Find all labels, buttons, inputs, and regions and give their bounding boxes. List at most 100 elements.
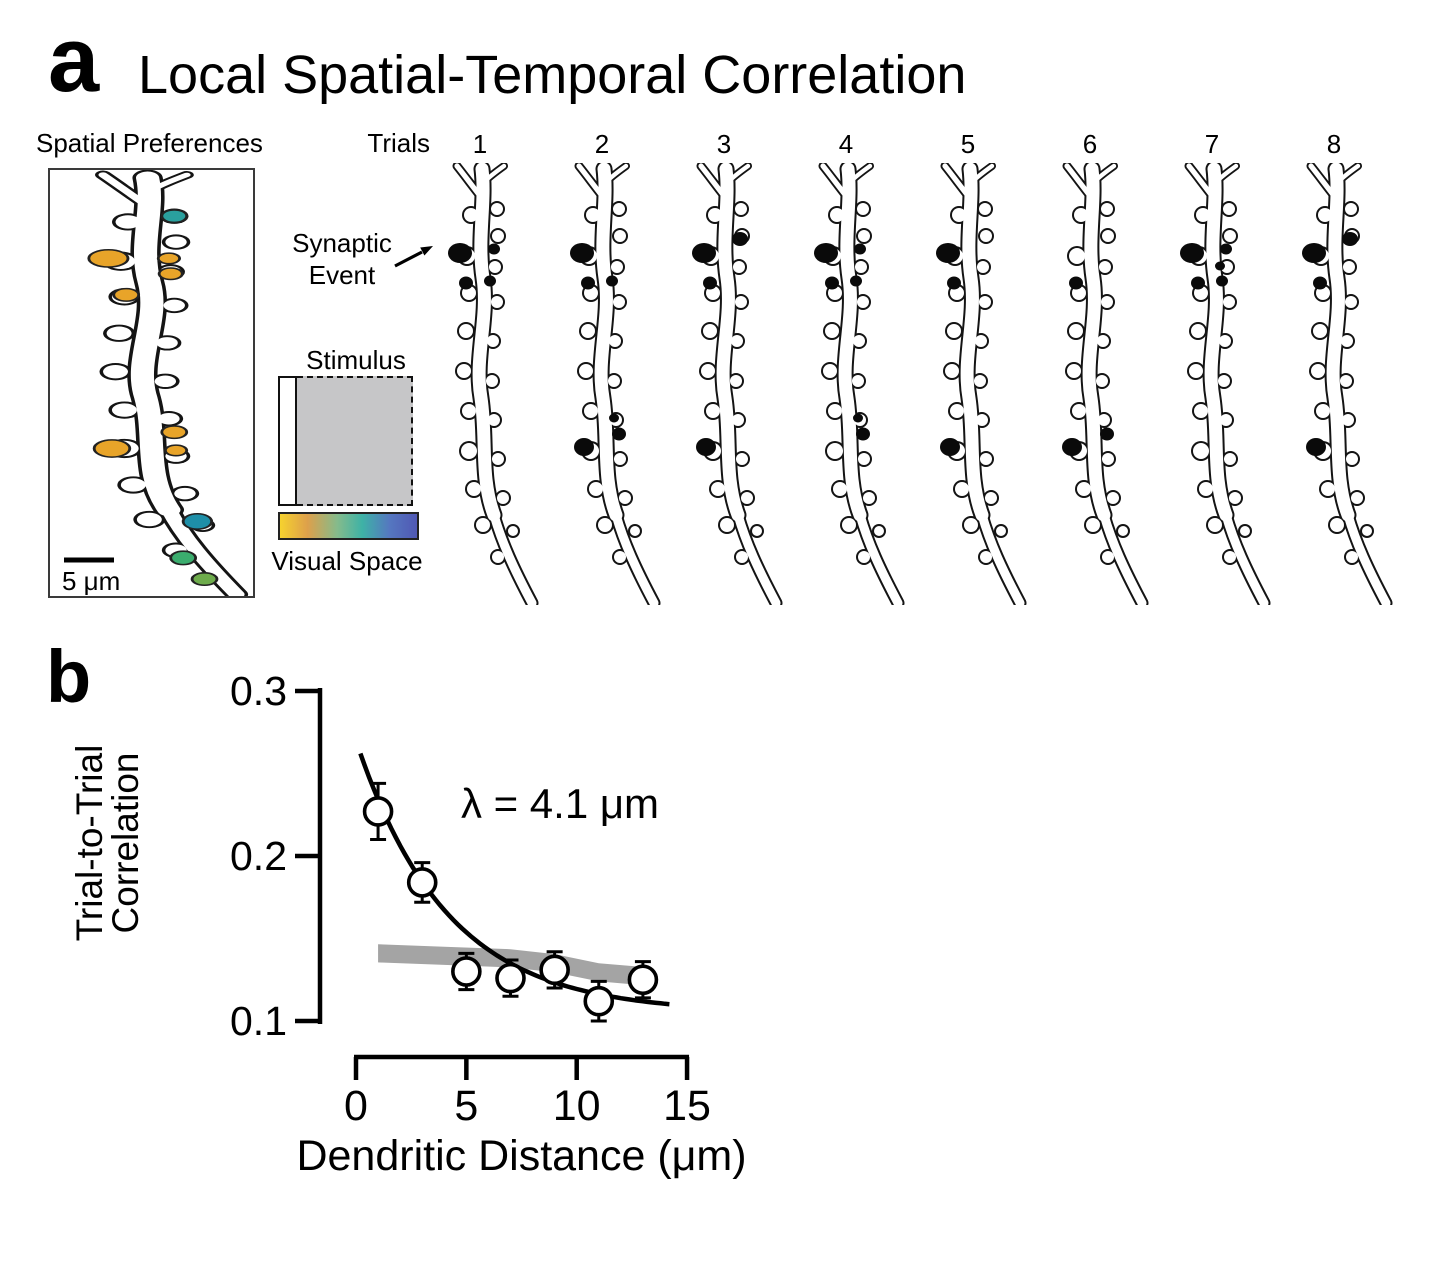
dendrite-outline	[1062, 163, 1149, 605]
synaptic-event-blob	[1302, 243, 1326, 263]
synaptic-event-blob	[1180, 243, 1204, 263]
stimulus-label: Stimulus	[306, 345, 406, 375]
synaptic-event-blob	[1100, 427, 1114, 441]
x-axis: 0 5 10 15	[344, 1054, 711, 1130]
preference-spine	[163, 444, 189, 457]
synaptic-event-blob	[1313, 276, 1327, 290]
y-axis-title-line1: Trial-to-Trial	[69, 745, 110, 942]
figure-title: Local Spatial-Temporal Correlation	[138, 45, 967, 105]
stimulus-bar	[278, 376, 297, 506]
preference-spine	[157, 267, 184, 281]
synaptic-event-blob	[570, 243, 594, 263]
synaptic-event-blob	[484, 275, 496, 287]
synaptic-event-blob	[609, 413, 619, 423]
synaptic-event-blob	[732, 232, 748, 246]
synaptic-event-blob	[1191, 276, 1205, 290]
trial-number-4: 4	[838, 129, 854, 159]
synaptic-event-blob	[1220, 243, 1232, 255]
x-tick-label: 15	[663, 1082, 711, 1130]
synaptic-event-blob	[947, 276, 961, 290]
synaptic-event-blob	[1062, 438, 1082, 456]
preference-spine	[156, 252, 182, 265]
trial-number-2: 2	[594, 129, 610, 159]
y-axis-title-line2: Correlation	[105, 753, 146, 934]
synaptic-event-blob	[448, 243, 472, 263]
synaptic-event-blob	[696, 438, 716, 456]
trial-number-6: 6	[1082, 129, 1098, 159]
arrow-shaft	[394, 250, 423, 268]
synaptic-event-label: Synaptic Event	[286, 228, 398, 292]
dendrite-outline	[448, 163, 539, 605]
stimulus-screen	[297, 376, 413, 506]
dendrite-outline	[814, 163, 905, 605]
data-point	[539, 954, 570, 986]
x-tick-label: 5	[454, 1082, 478, 1130]
spatial-preferences-title: Spatial Preferences	[36, 128, 263, 158]
data-point	[406, 867, 438, 898]
trial-dendrite-1	[448, 163, 539, 605]
trial-dendrite-8	[1302, 163, 1393, 605]
dendrite-outline	[1302, 163, 1393, 605]
data-point	[583, 985, 615, 1017]
synaptic-event-blob	[850, 275, 862, 287]
synaptic-event-blob	[1215, 261, 1225, 271]
synaptic-event-blob	[1306, 438, 1326, 456]
x-tick-label: 0	[344, 1082, 368, 1130]
preference-spine	[190, 572, 219, 587]
trial-number-7: 7	[1204, 129, 1220, 159]
trial-dendrite-5	[936, 163, 1027, 605]
trial-number-8: 8	[1326, 129, 1342, 159]
preference-spine	[112, 287, 141, 302]
data-point	[451, 956, 482, 987]
panel-a-label: a	[48, 9, 100, 111]
y-tick-label: 0.3	[230, 668, 287, 714]
synaptic-event-blob	[854, 243, 866, 255]
trial-dendrite-2	[570, 163, 661, 605]
synaptic-event-blob	[459, 276, 473, 290]
y-tick-label: 0.2	[230, 833, 287, 879]
synaptic-event-blob	[814, 243, 838, 263]
synaptic-event-arrow-icon	[394, 246, 433, 268]
x-axis-title: Dendritic Distance (μm)	[296, 1132, 746, 1180]
preference-spine	[92, 439, 132, 458]
visual-space-gradient	[278, 512, 419, 540]
synaptic-event-blob	[1216, 275, 1228, 287]
synaptic-event-label-line1: Synaptic	[292, 228, 392, 258]
synaptic-event-blob	[1342, 232, 1358, 246]
arrow-head	[420, 246, 433, 256]
synaptic-event-blob	[940, 438, 960, 456]
preference-spine	[169, 550, 198, 566]
data-point	[627, 964, 659, 996]
trial-dendrite-4	[814, 163, 905, 605]
synaptic-event-blob	[825, 276, 839, 290]
preference-spine	[87, 248, 130, 268]
x-tick-label: 10	[553, 1082, 601, 1130]
preference-spine	[181, 512, 214, 530]
y-axis: 0.1 0.2 0.3	[230, 668, 323, 1044]
synaptic-event-blob	[606, 275, 618, 287]
preference-spine	[160, 425, 189, 440]
dendrite-outline	[1180, 163, 1271, 605]
synaptic-event-label-line2: Event	[308, 259, 376, 290]
synaptic-event-blob	[612, 427, 626, 441]
synaptic-event-blob	[692, 243, 716, 263]
spatial-dendrite-canvas: 5 μm	[62, 169, 249, 601]
synaptic-event-blob	[853, 413, 863, 423]
visual-space-label: Visual Space	[271, 546, 423, 576]
dendrite-outline	[570, 163, 661, 605]
synaptic-event-blob	[581, 276, 595, 290]
lambda-annotation: λ = 4.1 μm	[461, 780, 659, 827]
preference-spine	[160, 209, 189, 224]
synaptic-event-blob	[1069, 276, 1083, 290]
synaptic-event-blob	[703, 276, 717, 290]
synaptic-event-blob	[488, 243, 500, 255]
data-point	[495, 962, 526, 994]
y-tick-label: 0.1	[230, 998, 287, 1044]
synaptic-event-blob	[574, 438, 594, 456]
trial-number-3: 3	[716, 129, 732, 159]
trials-label: Trials	[367, 128, 430, 158]
scale-bar-label: 5 μm	[62, 566, 120, 596]
synaptic-event-blob	[856, 427, 870, 441]
